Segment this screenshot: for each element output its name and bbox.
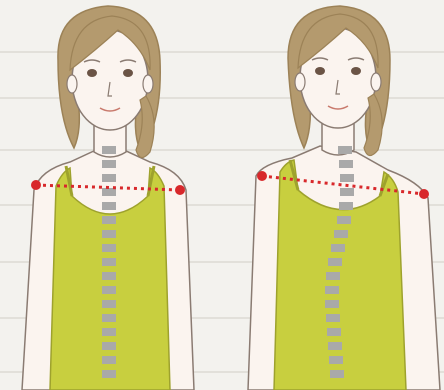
eye-right (351, 67, 361, 75)
shoulder-point-right (419, 189, 429, 199)
ear-right (143, 75, 153, 93)
shoulder-point-right (175, 185, 185, 195)
ear-left (295, 73, 305, 91)
spine-marker-straight (102, 146, 116, 378)
ear-left (67, 75, 77, 93)
ear-right (371, 73, 381, 91)
shoulder-point-left (31, 180, 41, 190)
eye-left (87, 69, 97, 77)
eye-left (315, 67, 325, 75)
eye-right (123, 69, 133, 77)
shoulder-point-left (257, 171, 267, 181)
